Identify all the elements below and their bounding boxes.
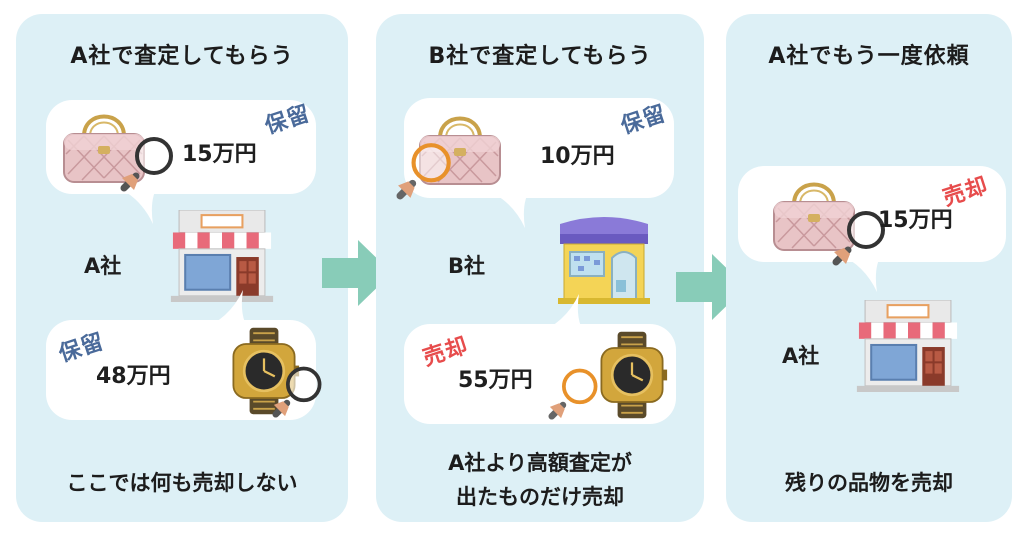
company-label: A社 [782,344,820,368]
magnifier-icon [272,362,328,418]
step-3-title: A社でもう一度依頼 [768,44,970,69]
panel-step-3: A社でもう一度依頼 15万円 売却 A社 残りの品物を売却 [726,14,1012,522]
storefront-icon [170,210,274,302]
magnifier-icon [548,364,604,420]
step-2-title: B社で査定してもらう [428,44,652,69]
footer-line: A社より高額査定が [448,451,632,475]
watch-price: 48万円 [96,364,171,389]
panel-step-2: B社で査定してもらう 10万円 保留 B社 売却 55万円 A社より高額査定が … [376,14,704,522]
step-2-footer: A社より高額査定が 出たものだけ売却 [376,446,704,514]
footer-line: ここでは何も売却しない [66,471,298,495]
storefront-icon [856,300,960,392]
bag-price: 15万円 [878,208,953,233]
step-3-footer: 残りの品物を売却 [726,466,1012,500]
storefront-icon [552,214,656,304]
step-1-title: A社で査定してもらう [70,44,294,69]
bag-price: 10万円 [540,144,615,169]
bubble-tail [196,290,252,330]
step-1-footer: ここでは何も売却しない [16,466,348,500]
bubble-tail [478,188,534,228]
magnifier-icon [396,138,458,200]
bubble-tail [532,294,588,334]
company-label: B社 [448,254,486,278]
bag-price: 15万円 [182,142,257,167]
footer-line: 残りの品物を売却 [785,471,953,495]
magnifier-icon [120,132,180,192]
footer-line: 出たものだけ売却 [456,485,624,509]
wristwatch-icon [596,330,668,420]
panel-step-1: A社で査定してもらう 15万円 保留 A社 保留 48万円 ここでは何も売却しな… [16,14,348,522]
watch-price: 55万円 [458,368,533,393]
company-label: A社 [84,254,122,278]
